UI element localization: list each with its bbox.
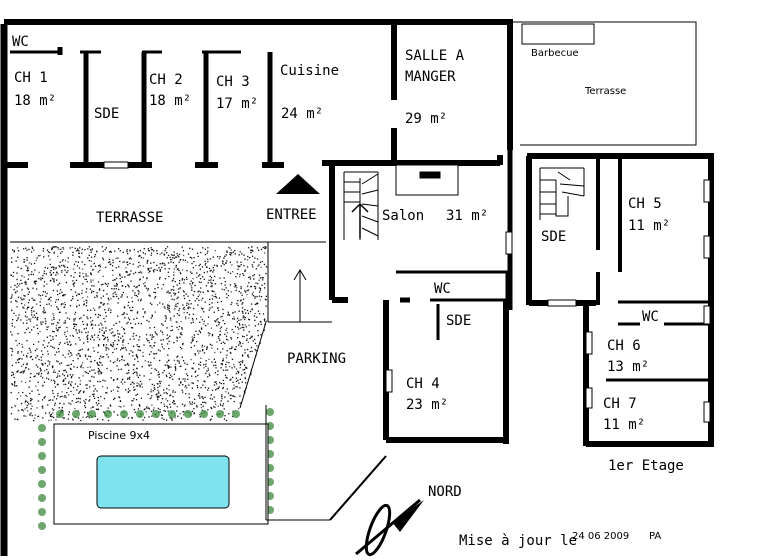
swimming-pool xyxy=(96,455,230,509)
label-entree: ENTREE xyxy=(266,207,317,223)
room-label-ch1: CH 1 xyxy=(14,70,48,86)
room-label-ch2: CH 2 xyxy=(149,72,183,88)
room-area-ch1: 18 m² xyxy=(14,93,57,109)
room-label-ch4: CH 4 xyxy=(406,376,440,392)
room-area-ch6: 13 m² xyxy=(607,359,650,375)
room-area-cuisine: 24 m² xyxy=(281,106,324,122)
label-piscine: Piscine 9x4 xyxy=(88,429,151,442)
room-area-salon: 31 m² xyxy=(446,208,489,224)
label-upper-floor: 1er Etage xyxy=(608,458,684,474)
north-arrow-icon xyxy=(355,498,424,557)
room-label-ch7: CH 7 xyxy=(603,396,637,412)
room-label-wc-2: WC xyxy=(434,281,451,297)
room-label-wc-3: WC xyxy=(642,309,659,325)
room-area-salle: 29 m² xyxy=(405,111,448,127)
room-label-ch6: CH 6 xyxy=(607,338,641,354)
room-label-salle-line2: MANGER xyxy=(405,69,456,85)
entrance-triangle-icon xyxy=(276,174,320,194)
update-initials: PA xyxy=(649,531,662,542)
room-label-sde: SDE xyxy=(94,106,120,122)
room-label-ch5: CH 5 xyxy=(628,196,662,212)
room-label-sde-3: SDE xyxy=(541,229,567,245)
room-label-wc: WC xyxy=(12,34,29,50)
label-north: NORD xyxy=(428,484,462,500)
room-label-sde-2: SDE xyxy=(446,313,472,329)
stair-up-arrow-icon xyxy=(351,202,369,238)
room-label-cuisine: Cuisine xyxy=(280,63,340,79)
room-area-ch2: 18 m² xyxy=(149,93,192,109)
room-area-ch5: 11 m² xyxy=(628,218,671,234)
label-parking: PARKING xyxy=(287,351,347,367)
room-label-salle-line1: SALLE A xyxy=(405,48,465,64)
parking-arrow-icon xyxy=(293,269,307,322)
room-area-ch7: 11 m² xyxy=(603,417,646,433)
garden-texture xyxy=(10,246,268,422)
walls xyxy=(0,19,714,556)
label-terrasse-main: TERRASSE xyxy=(96,210,164,226)
update-date: 24 06 2009 xyxy=(572,531,630,542)
room-label-salon: Salon xyxy=(382,208,425,224)
room-label-ch3: CH 3 xyxy=(216,74,250,90)
room-area-ch4: 23 m² xyxy=(406,397,449,413)
staircase-upper xyxy=(539,167,585,220)
label-terrasse-top: Terrasse xyxy=(585,86,627,97)
label-barbecue: Barbecue xyxy=(531,48,579,59)
room-area-ch3: 17 m² xyxy=(216,96,259,112)
update-label: Mise à jour le xyxy=(459,533,578,549)
